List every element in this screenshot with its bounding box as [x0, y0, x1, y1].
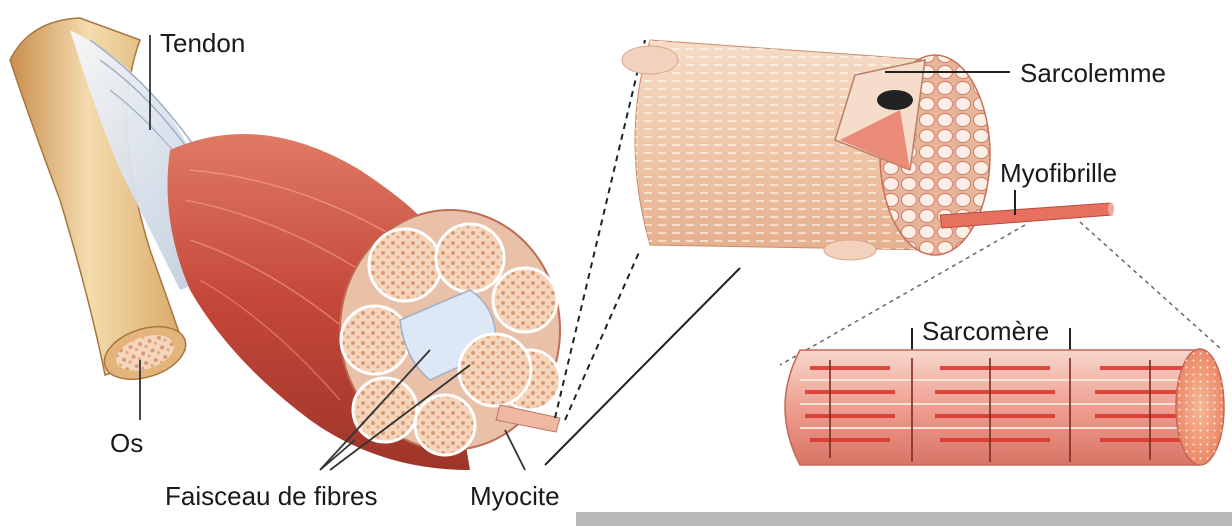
label-tendon: Tendon — [160, 30, 245, 56]
label-sarcomere: Sarcomère — [922, 318, 1049, 344]
label-myofibrille: Myofibrille — [1000, 160, 1117, 186]
label-myocite: Myocite — [470, 483, 560, 509]
label-os: Os — [110, 430, 143, 456]
myofibril-enlarged-illustration — [785, 349, 1224, 465]
zoom-lines-dashed — [555, 40, 645, 420]
panel-shadow — [576, 512, 1232, 526]
zoom-line-solid — [545, 268, 740, 465]
label-faisceau-de-fibres: Faisceau de fibres — [165, 483, 377, 509]
label-sarcolemme: Sarcolemme — [1020, 60, 1166, 86]
muscle-cross-section — [340, 210, 560, 455]
